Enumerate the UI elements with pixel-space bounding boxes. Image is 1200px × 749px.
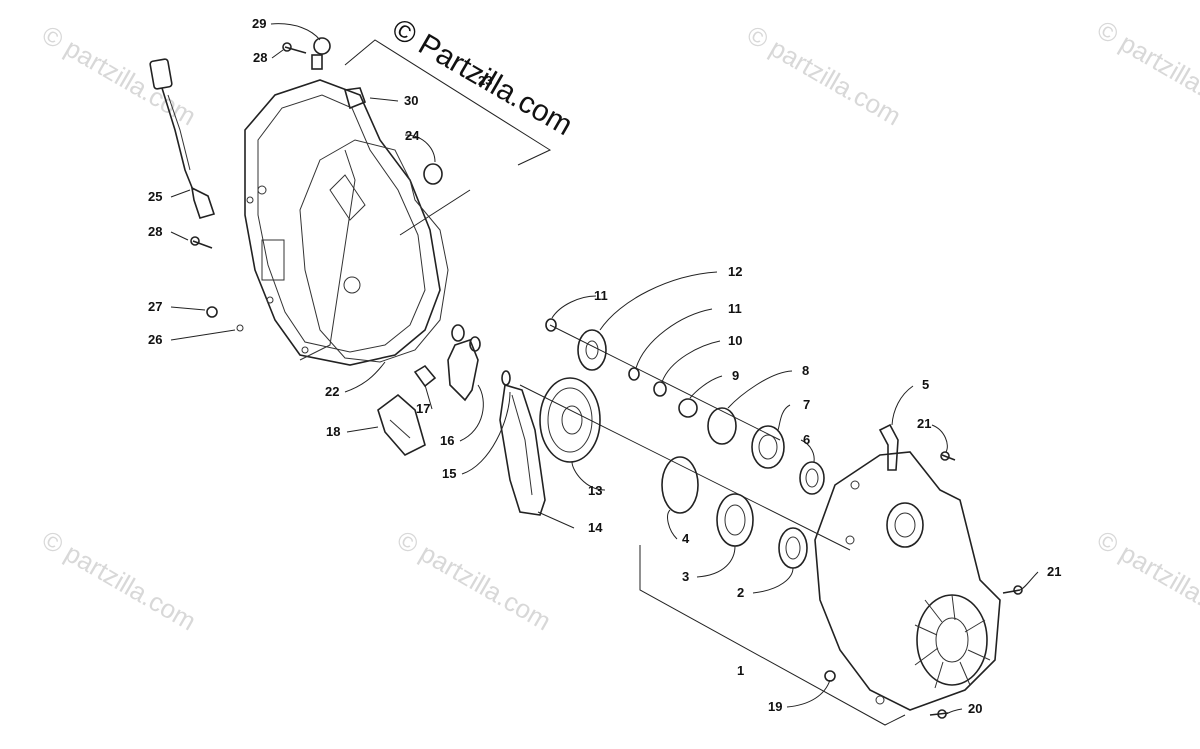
callout-9: 9	[732, 368, 739, 383]
circlip-15	[501, 370, 511, 386]
callout-25: 25	[148, 189, 162, 204]
inner-chaincase	[814, 451, 1001, 711]
bearing-3	[716, 493, 754, 547]
tensioner-arm-16	[447, 339, 479, 402]
callout-28-mid: 28	[148, 224, 162, 239]
callout-19: 19	[768, 699, 782, 714]
circlip-11-right	[628, 367, 640, 381]
seal-24	[423, 163, 443, 185]
leader-lines	[170, 23, 1039, 715]
bearing-7	[751, 425, 785, 469]
callout-30: 30	[404, 93, 418, 108]
callout-18: 18	[326, 424, 340, 439]
washer-10	[653, 381, 667, 397]
nut-19	[824, 670, 836, 682]
watermark-bottom-right: © partzilla.com	[1092, 524, 1200, 636]
watermark-bottom-left: © partzilla.com	[37, 524, 201, 636]
ring-4	[661, 456, 699, 514]
callout-21-top: 21	[917, 416, 931, 431]
watermark-layer: © partzilla.com © partzilla.com © partzi…	[37, 14, 1200, 636]
callout-7: 7	[803, 397, 810, 412]
washer-16a	[451, 324, 465, 342]
bolt-21-right	[1002, 589, 1021, 594]
drive-chain	[499, 383, 546, 516]
bracket-1	[639, 545, 906, 726]
bolt-27	[206, 306, 218, 318]
callout-26: 26	[148, 332, 162, 347]
callout-8: 8	[802, 363, 809, 378]
callout-15: 15	[442, 466, 456, 481]
bracket-23	[344, 39, 552, 166]
callout-10: 10	[728, 333, 742, 348]
callout-13: 13	[588, 483, 602, 498]
watermark-top-mid: © partzilla.com	[742, 19, 906, 131]
bracket-23-leader	[399, 189, 471, 236]
outer-chaincase-cover	[244, 79, 441, 366]
watermark-bottom-mid: © partzilla.com	[392, 524, 556, 636]
callout-labels: 29 28 23 30 24 25 28 27 26 22 17 18 16 1…	[148, 16, 1061, 716]
shaft-axis	[519, 384, 851, 551]
callout-29: 29	[252, 16, 266, 31]
callout-21-right: 21	[1047, 564, 1061, 579]
upper-sprocket	[577, 329, 607, 371]
small-fasteners	[190, 37, 443, 332]
washer-26	[236, 324, 244, 332]
washer-9	[678, 398, 698, 418]
watermark-top-left: © partzilla.com	[37, 19, 201, 131]
shaft-axis-upper	[549, 324, 781, 441]
callout-5: 5	[922, 377, 929, 392]
lower-sprocket	[539, 377, 601, 463]
callout-16: 16	[440, 433, 454, 448]
seal-6	[799, 461, 825, 495]
callout-20: 20	[968, 701, 982, 716]
watermark-top-right: © partzilla.com	[1092, 14, 1200, 126]
bolt-28-mid	[192, 240, 213, 249]
bolt-20	[929, 712, 949, 716]
callout-3: 3	[682, 569, 689, 584]
callout-6: 6	[803, 432, 810, 447]
seal-2	[778, 527, 808, 569]
gasket	[299, 139, 449, 363]
clamp-base	[311, 54, 323, 70]
callout-28-top: 28	[253, 50, 267, 65]
plug-30	[343, 87, 367, 110]
slider-18	[377, 393, 426, 456]
callout-14: 14	[588, 520, 603, 535]
callout-12: 12	[728, 264, 742, 279]
tensioner-assembly	[377, 324, 511, 456]
callout-2: 2	[737, 585, 744, 600]
callout-27: 27	[148, 299, 162, 314]
callout-22: 22	[325, 384, 339, 399]
ring-8	[707, 407, 737, 445]
fittings	[824, 423, 1023, 719]
callout-24: 24	[405, 128, 420, 143]
callout-11-left: 11	[594, 288, 608, 303]
callout-11-right: 11	[728, 301, 742, 316]
circlip-11-left	[545, 318, 557, 332]
bolt-28-top	[284, 46, 307, 54]
callout-23: 23	[478, 73, 492, 88]
vent-fitting-5	[878, 423, 899, 471]
callout-1: 1	[737, 663, 744, 678]
speed-sensor-cable	[149, 58, 216, 219]
clamp-29	[313, 37, 331, 55]
spring-17	[413, 364, 437, 388]
callout-17: 17	[416, 401, 430, 416]
callout-4: 4	[682, 531, 690, 546]
